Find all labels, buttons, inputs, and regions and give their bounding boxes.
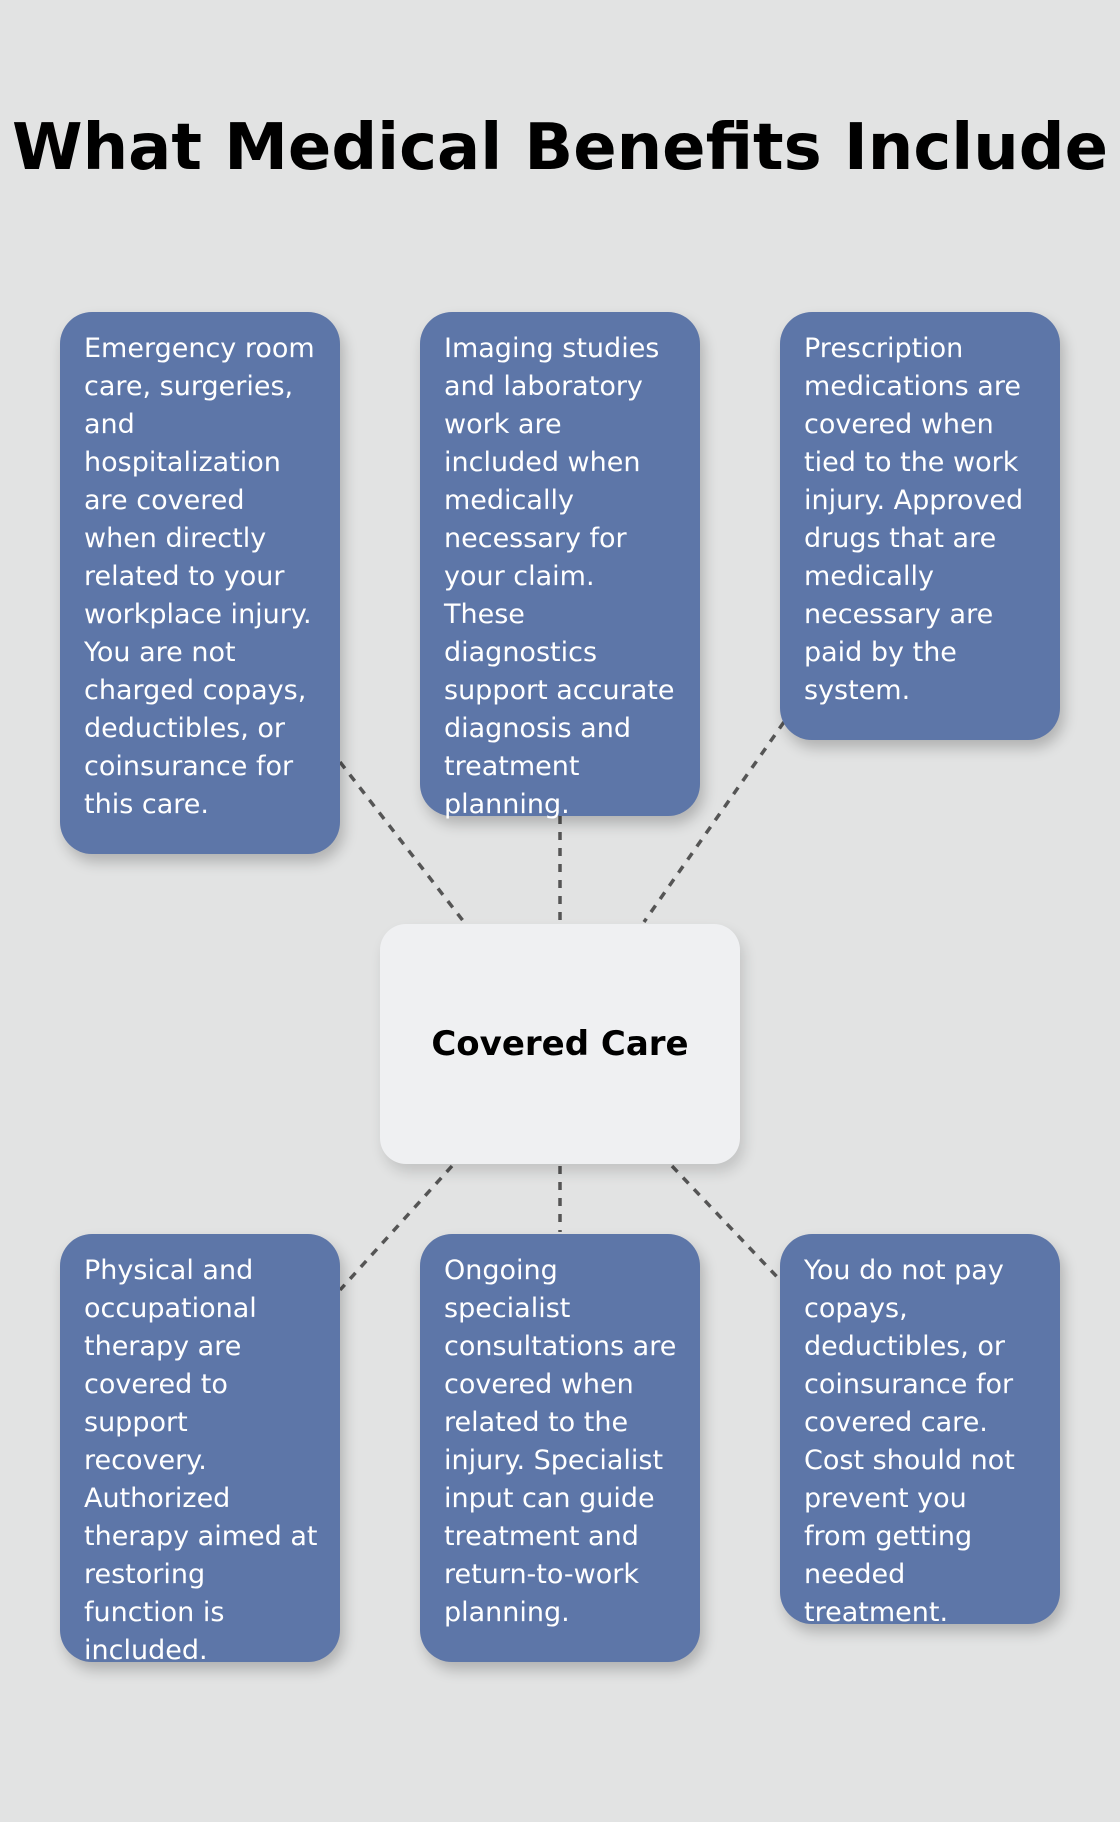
center-label: Covered Care [431, 1024, 689, 1064]
diagram-title: What Medical Benefits Include [12, 111, 1108, 185]
benefit-node-therapy: Physical and occupational therapy are co… [60, 1234, 340, 1666]
node-text: Emergency room care, surgeries, and hosp… [84, 333, 315, 820]
center-node: Covered Care [380, 924, 740, 1164]
benefit-node-prescriptions: Prescription medications are covered whe… [780, 312, 1060, 740]
node-text: Physical and occupational therapy are co… [84, 1255, 318, 1666]
node-text: Imaging studies and laboratory work are … [444, 333, 675, 820]
benefit-node-no-cost: You do not pay copays, deductibles, or c… [780, 1234, 1060, 1628]
connector-bottom-left [338, 1164, 454, 1292]
node-text: Ongoing specialist consultations are cov… [444, 1255, 677, 1628]
benefit-node-imaging-lab: Imaging studies and laboratory work are … [420, 312, 700, 820]
connector-top-left [338, 760, 466, 924]
node-text: Prescription medications are covered whe… [804, 333, 1024, 706]
benefit-node-emergency-care: Emergency room care, surgeries, and hosp… [60, 312, 340, 854]
node-text: You do not pay copays, deductibles, or c… [804, 1255, 1015, 1628]
connector-bottom-right [670, 1164, 782, 1282]
benefit-node-specialists: Ongoing specialist consultations are cov… [420, 1234, 700, 1662]
